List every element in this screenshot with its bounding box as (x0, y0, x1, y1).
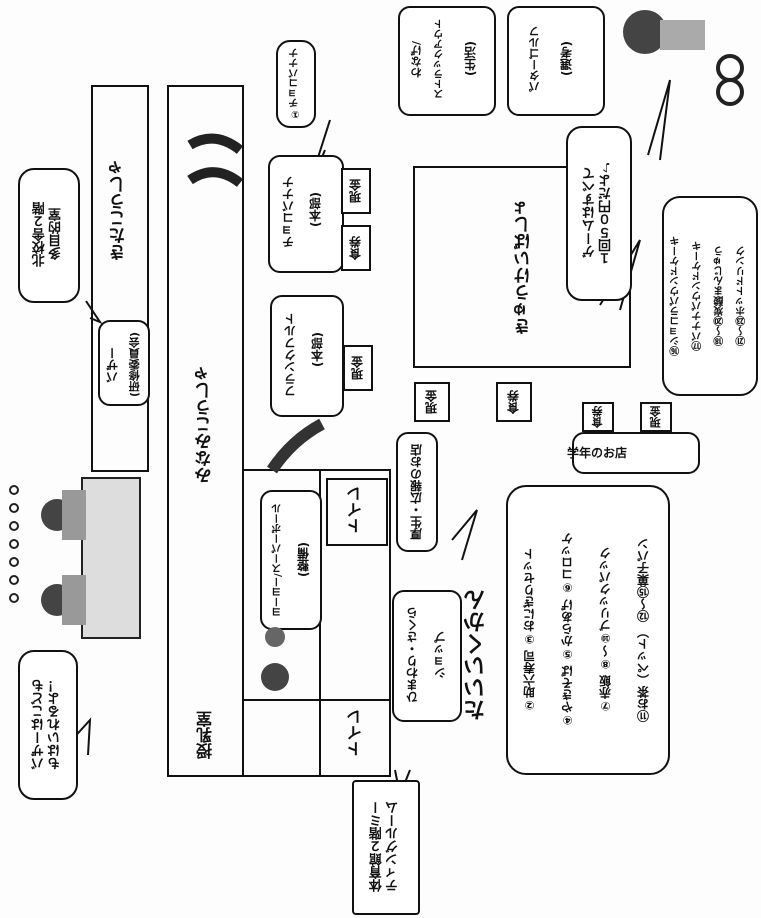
kousei-label: 厚生・広報のお店 (409, 444, 424, 540)
wanage-sub2: (生活) (463, 41, 478, 77)
gakunen-menu-line-2: ⑰バナナパウンドケーキ (692, 241, 704, 351)
yoyo-sub: (整備) (296, 542, 311, 578)
wanage-sub: ストラックアウト (434, 19, 446, 99)
gakunen-shokken: 食券 (591, 406, 605, 428)
minamikousha-label: みなみこうしゃ (195, 365, 216, 485)
game-price-text: ゲームはすべて １回５０円だよ♪ (582, 159, 614, 266)
pagoda-name: パターゴルフ (528, 26, 542, 92)
kousei-menu-line-2: ④やきそば ⑤からあげ ⑥コロッケ (560, 532, 575, 728)
kousei-menu (506, 485, 670, 775)
choco-label-text: ①チョコバナナ (289, 48, 301, 120)
bazaar-children-illustration (9, 477, 141, 639)
game-price-callout (566, 126, 632, 301)
kousei-shokken-cell (496, 382, 532, 422)
kousei-menu-line-3: ⑦赤飯 ⑧〜⑩ブリックパック (598, 546, 613, 714)
himawari-booth[interactable] (392, 590, 462, 722)
kousei-menu-line-1: ②助六寿司 ③おにぎりセット (522, 547, 537, 713)
choco-banana-booth[interactable] (268, 155, 344, 273)
gakunen-menu-line-1: ⑯ショコラパウンドケーキ (670, 236, 682, 356)
choco-banana-sub: (本部) (308, 192, 323, 228)
choco-label-callout (276, 40, 316, 128)
gym-room-callout (352, 780, 420, 915)
kyushokuhaisho-label: きゅうけいばしょ (514, 199, 535, 336)
kousei-shop[interactable] (396, 432, 438, 552)
bazaar-location-callout (18, 168, 80, 303)
wanage-name: わなげ/ (410, 40, 424, 78)
choco-banana-name: チョコバナナ (281, 176, 296, 249)
banana-illustration (187, 133, 244, 188)
gakunen-menu-line-4: ㉑〜㉓ホットドリンク (736, 246, 748, 346)
choco-shokken-cell (341, 225, 371, 271)
himawari-name: ひまわり・さくら (405, 607, 420, 703)
choco-shokken: 食券 (348, 236, 363, 260)
junyushitsu-label: 授乳室 (196, 711, 215, 759)
child-mascot-illustration (623, 10, 744, 106)
wanage-booth[interactable] (398, 6, 496, 116)
kousei-genkin-cell (414, 382, 450, 422)
toilet-lower-label: トイレ (346, 709, 365, 757)
bazaar-booth[interactable] (98, 320, 150, 406)
gakunen-label: 学年のお店 (567, 445, 628, 460)
frankfurt-name: フランクフルト (283, 313, 298, 397)
pagoda-sub: (選考) (559, 41, 574, 77)
kousei-genkin: 現金 (424, 390, 439, 414)
bazaar-kids-callout (18, 650, 78, 800)
bazaar-location-text: 北校舎２階 多目的室 (32, 202, 64, 267)
bazaar-kids-text: バザーはこども もはいれるよ！ (31, 679, 63, 771)
bazaar-sub: (研修委員会) (128, 331, 142, 397)
gakunen-genkin-cell (640, 402, 672, 432)
frankfurt-genkin-cell (343, 345, 373, 391)
yoyo-booth[interactable] (260, 490, 322, 630)
frankfurt-sub: (本部) (310, 332, 325, 368)
gakunen-shop[interactable] (572, 432, 700, 474)
gakunen-shokken-cell (582, 402, 614, 432)
gakunen-genkin: 現金 (649, 406, 663, 428)
frankfurt-illustration (267, 418, 325, 474)
choco-genkin: 現金 (348, 179, 363, 203)
kousei-menu-line-4: ⑪お茶（ペット） ⑫〜⑮菓子パン (636, 537, 651, 723)
gakunen-menu-line-3: ⑱〜⑳炭酸まんじゅう (714, 246, 726, 346)
gakunen-menu (662, 196, 758, 396)
frankfurt-booth[interactable] (270, 295, 344, 417)
himawari-sub: ショップ (433, 631, 448, 679)
choco-genkin-cell (341, 168, 371, 214)
kousei-shokken: 食券 (506, 390, 521, 414)
frankfurt-genkin: 現金 (350, 356, 365, 380)
toilet-upper-box (326, 478, 388, 546)
gym-room-text: 体育館２階ミー ティングルーム (369, 801, 401, 893)
yoyo-illustration (261, 627, 289, 691)
kitakousha-label: きたこうしゃ (109, 159, 130, 261)
pagoda-booth[interactable] (507, 6, 605, 116)
